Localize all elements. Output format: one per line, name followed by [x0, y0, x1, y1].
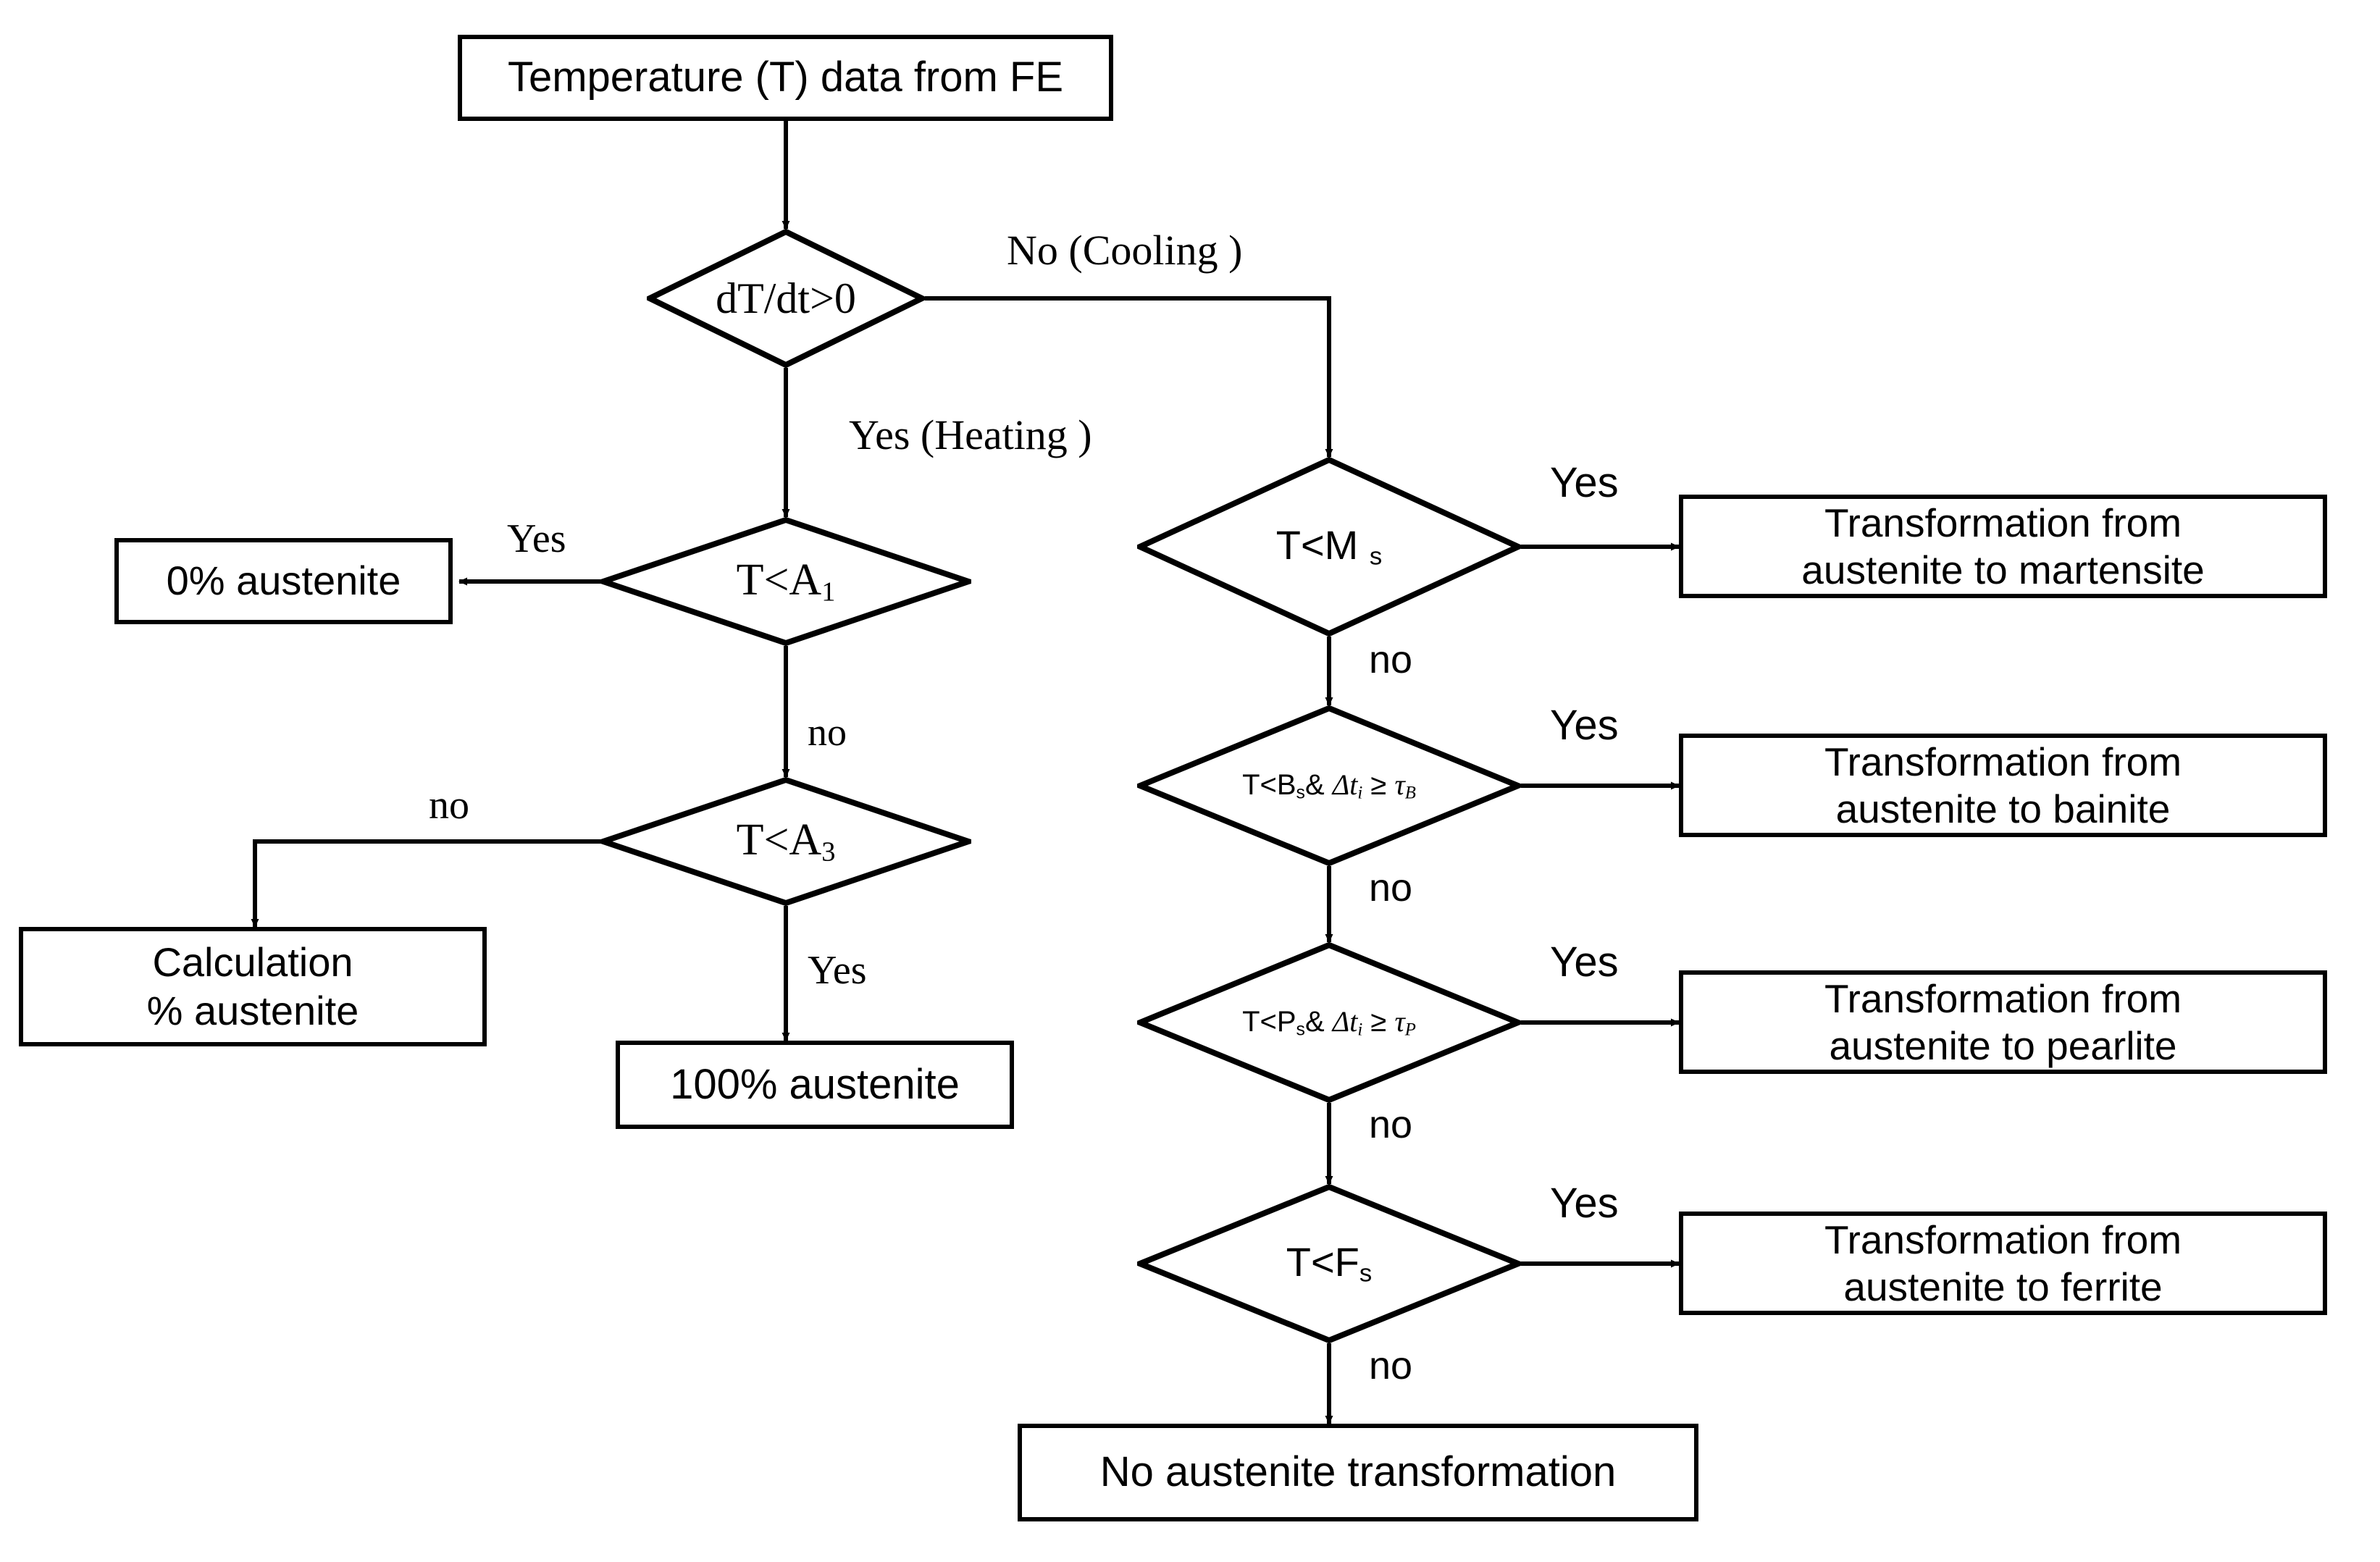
t-lt-fs-text: T<F: [1286, 1238, 1359, 1285]
node-decision-t-lt-fs: T<Fs: [1137, 1184, 1521, 1343]
t-lt-bs-ge: ≥: [1362, 768, 1395, 801]
t-lt-bs-line1: T<Bs&: [1242, 768, 1325, 802]
t-lt-a1-subscript: 1: [821, 576, 836, 608]
edge-label-ms-no: no: [1369, 638, 1413, 681]
node-ferrite-transformation-line2: austenite to ferrite: [1843, 1264, 2163, 1309]
node-decision-t-lt-a3: T<A3: [600, 777, 971, 906]
edge-label-ms-yes: Yes: [1550, 459, 1619, 506]
t-lt-bs-line2: Δti ≥ τB: [1332, 768, 1416, 802]
node-decision-t-lt-bs-label: T<Bs& Δti ≥ τB: [1242, 768, 1416, 804]
node-calculation-austenite-line2: % austenite: [146, 987, 359, 1033]
node-bainite-transformation: Transformation from austenite to bainite: [1679, 734, 2327, 837]
node-decision-t-lt-fs-label: T<Fs: [1286, 1239, 1372, 1289]
node-decision-t-lt-ms: T<M s: [1137, 457, 1521, 637]
node-decision-t-lt-ms-label: T<M s: [1276, 522, 1382, 572]
t-lt-ps-tausub: P: [1404, 1019, 1416, 1039]
t-lt-bs-tau: τ: [1394, 768, 1405, 801]
edge-label-bs-no: no: [1369, 866, 1413, 910]
diamond-shape: [1137, 457, 1521, 637]
node-pearlite-transformation-line1: Transformation from: [1824, 975, 2182, 1021]
t-lt-a3-text: T<A: [736, 815, 822, 865]
node-decision-t-lt-ps-label: T<Ps& Δti ≥ τP: [1242, 1005, 1416, 1041]
node-decision-dtdt-label: dT/dt>0: [716, 274, 856, 322]
edge-label-a1-no: no: [808, 710, 847, 754]
diamond-shape: [1137, 942, 1521, 1103]
t-lt-bs-sub: s: [1296, 782, 1305, 802]
t-lt-a1-text: T<A: [736, 555, 822, 605]
diamond-shape: [600, 517, 971, 646]
edge-label-bs-yes: Yes: [1550, 702, 1619, 749]
diamond-shape: [647, 229, 925, 368]
node-martensite-transformation-line2: austenite to martensite: [1801, 547, 2205, 592]
edge-label-a3-yes: Yes: [808, 948, 867, 993]
node-zero-austenite-label: 0% austenite: [166, 558, 401, 604]
node-full-austenite: 100% austenite: [616, 1041, 1014, 1129]
t-lt-bs-post: &: [1304, 768, 1325, 801]
node-martensite-transformation: Transformation from austenite to martens…: [1679, 495, 2327, 598]
t-lt-a3-subscript: 3: [821, 836, 836, 868]
node-pearlite-transformation-line2: austenite to pearlite: [1829, 1023, 2177, 1068]
t-lt-bs-i: i: [1357, 782, 1363, 802]
node-decision-t-lt-a1-label: T<A1: [737, 555, 836, 608]
t-lt-ps-sub: s: [1296, 1019, 1305, 1039]
t-lt-bs-pre: T<B: [1242, 768, 1296, 801]
edge-label-a3-no: no: [429, 783, 469, 828]
node-no-transformation: No austenite transformation: [1018, 1424, 1698, 1521]
t-lt-ps-delta: Δt: [1332, 1004, 1358, 1038]
diamond-shape: [600, 777, 971, 906]
node-calculation-austenite-line1: Calculation: [152, 939, 353, 986]
t-lt-ps-i: i: [1357, 1019, 1363, 1039]
node-temperature-input: Temperature (T) data from FE: [458, 35, 1113, 121]
node-decision-t-lt-bs: T<Bs& Δti ≥ τB: [1137, 705, 1521, 866]
t-lt-ps-post: &: [1304, 1005, 1325, 1038]
node-bainite-transformation-line2: austenite to bainite: [1835, 786, 2171, 831]
node-zero-austenite: 0% austenite: [114, 538, 453, 624]
t-lt-ps-pre: T<P: [1242, 1005, 1296, 1038]
edge-label-cooling: No (Cooling ): [1007, 227, 1243, 274]
node-temperature-input-label: Temperature (T) data from FE: [507, 54, 1064, 101]
node-ferrite-transformation-line1: Transformation from: [1824, 1217, 2182, 1262]
node-no-transformation-label: No austenite transformation: [1099, 1448, 1617, 1496]
node-full-austenite-label: 100% austenite: [670, 1060, 960, 1108]
t-lt-ps-ge: ≥: [1362, 1005, 1395, 1038]
t-lt-ms-text: T<M: [1275, 521, 1359, 568]
t-lt-ps-line1: T<Ps&: [1242, 1005, 1325, 1039]
node-decision-t-lt-ps: T<Ps& Δti ≥ τP: [1137, 942, 1521, 1103]
t-lt-ps-tau: τ: [1394, 1004, 1405, 1038]
t-lt-ms-subscript: s: [1369, 542, 1383, 571]
edge-label-ps-yes: Yes: [1550, 939, 1619, 986]
node-pearlite-transformation: Transformation from austenite to pearlit…: [1679, 970, 2327, 1074]
edge-label-ps-no: no: [1369, 1103, 1413, 1146]
node-decision-t-lt-a3-label: T<A3: [737, 815, 836, 868]
edge-label-a1-yes: Yes: [507, 516, 566, 561]
t-lt-bs-delta: Δt: [1332, 768, 1358, 801]
t-lt-fs-subscript: s: [1359, 1259, 1373, 1288]
node-calculation-austenite: Calculation % austenite: [19, 927, 487, 1046]
edge-label-heating: Yes (Heating ): [849, 411, 1092, 458]
node-martensite-transformation-line1: Transformation from: [1824, 500, 2182, 545]
node-bainite-transformation-line1: Transformation from: [1824, 739, 2182, 784]
node-ferrite-transformation: Transformation from austenite to ferrite: [1679, 1212, 2327, 1315]
diamond-shape: [1137, 1184, 1521, 1343]
edge-label-fs-no: no: [1369, 1344, 1413, 1387]
diamond-shape: [1137, 705, 1521, 866]
edge-label-fs-yes: Yes: [1550, 1180, 1619, 1227]
t-lt-bs-tausub: B: [1404, 782, 1416, 802]
t-lt-ps-line2: Δti ≥ τP: [1332, 1004, 1416, 1039]
node-decision-t-lt-a1: T<A1: [600, 517, 971, 646]
node-decision-dtdt: dT/dt>0: [647, 229, 925, 368]
